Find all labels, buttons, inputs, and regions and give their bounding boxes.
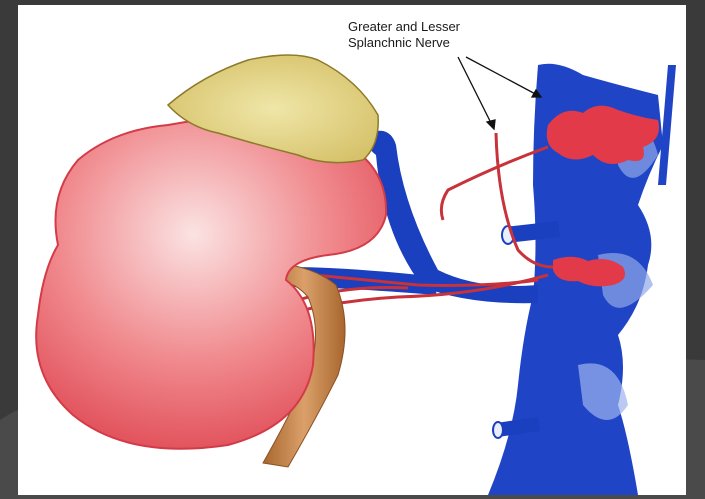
nerve-label-line-1: Greater and Lesser: [348, 19, 460, 35]
nerve-label-line-2: Splanchnic Nerve: [348, 35, 460, 51]
anatomy-diagram: [18, 5, 686, 495]
nerve-label: Greater and Lesser Splanchnic Nerve: [348, 19, 460, 51]
illustration-canvas: Greater and Lesser Splanchnic Nerve: [18, 5, 686, 495]
label-arrows: [458, 57, 541, 129]
